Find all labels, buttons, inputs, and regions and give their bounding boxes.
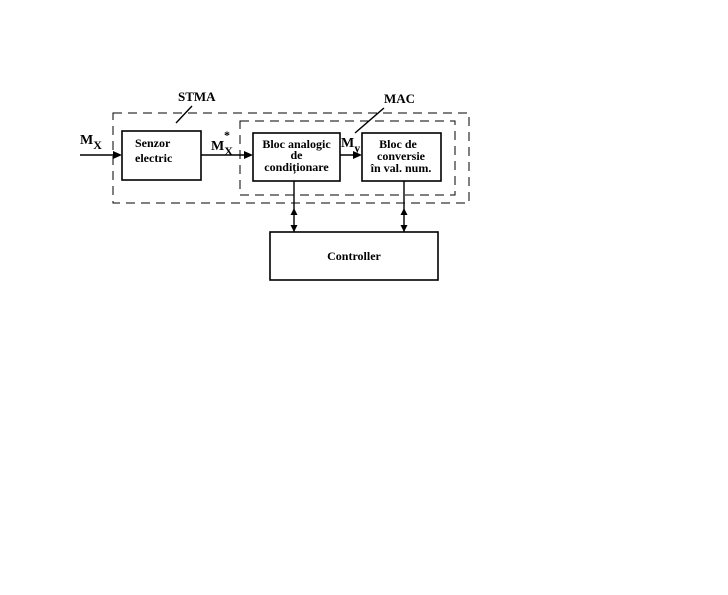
conversion-block-line-3: în val. num. (370, 161, 432, 175)
sensor-block-line-1: Senzor (135, 136, 171, 150)
stma-label: STMA (178, 89, 216, 104)
conversion-controller-arrow-down (400, 225, 408, 232)
my-signal-label: My (341, 136, 360, 155)
conversion-block-line-1: Bloc de (379, 137, 417, 151)
analog-to-conversion-arrowhead (353, 151, 362, 159)
mac-group-outline (239, 120, 456, 196)
analog-block-line-2: de (291, 148, 304, 162)
mx-signal-subscript: X (93, 138, 102, 152)
my-signal-base: M (341, 136, 354, 151)
mx-star-signal-subscript: X (224, 144, 233, 158)
conversion-controller-arrow-up (400, 208, 408, 215)
mx-star-signal-base: M (211, 139, 224, 154)
controller-block-box (269, 231, 439, 281)
my-signal-subscript: y (354, 141, 360, 155)
analog-controller-link (290, 181, 298, 232)
conversion-block-line-2: conversie (377, 149, 426, 163)
analog-conditioning-block: Bloc analogic de condiționare (252, 132, 341, 182)
analog-block-box (252, 132, 341, 182)
controller-block-label: Controller (327, 249, 381, 263)
sensor-block: Senzor electric (121, 130, 202, 181)
sensor-to-analog-arrowhead (244, 151, 253, 159)
mac-label: MAC (384, 91, 415, 106)
analog-block-line-1: Bloc analogic (262, 137, 331, 151)
mac-leader-line (354, 107, 385, 134)
sensor-block-line-2: electric (135, 151, 173, 165)
mx-star-signal-label: MX (211, 139, 233, 158)
analog-controller-arrow-down (290, 225, 298, 232)
mx-star-signal-superscript: * (224, 128, 230, 142)
conversion-controller-link (400, 181, 408, 232)
mx-signal-base: M (80, 133, 93, 148)
mx-signal-label: MX (80, 133, 102, 152)
stma-leader-line (175, 105, 193, 124)
input-arrowhead (113, 151, 122, 159)
conversion-block-box (361, 132, 442, 182)
analog-controller-arrow-up (290, 208, 298, 215)
conversion-block: Bloc de conversie în val. num. (361, 132, 442, 182)
analog-block-line-3: condiționare (264, 160, 329, 175)
controller-block: Controller (269, 231, 439, 281)
